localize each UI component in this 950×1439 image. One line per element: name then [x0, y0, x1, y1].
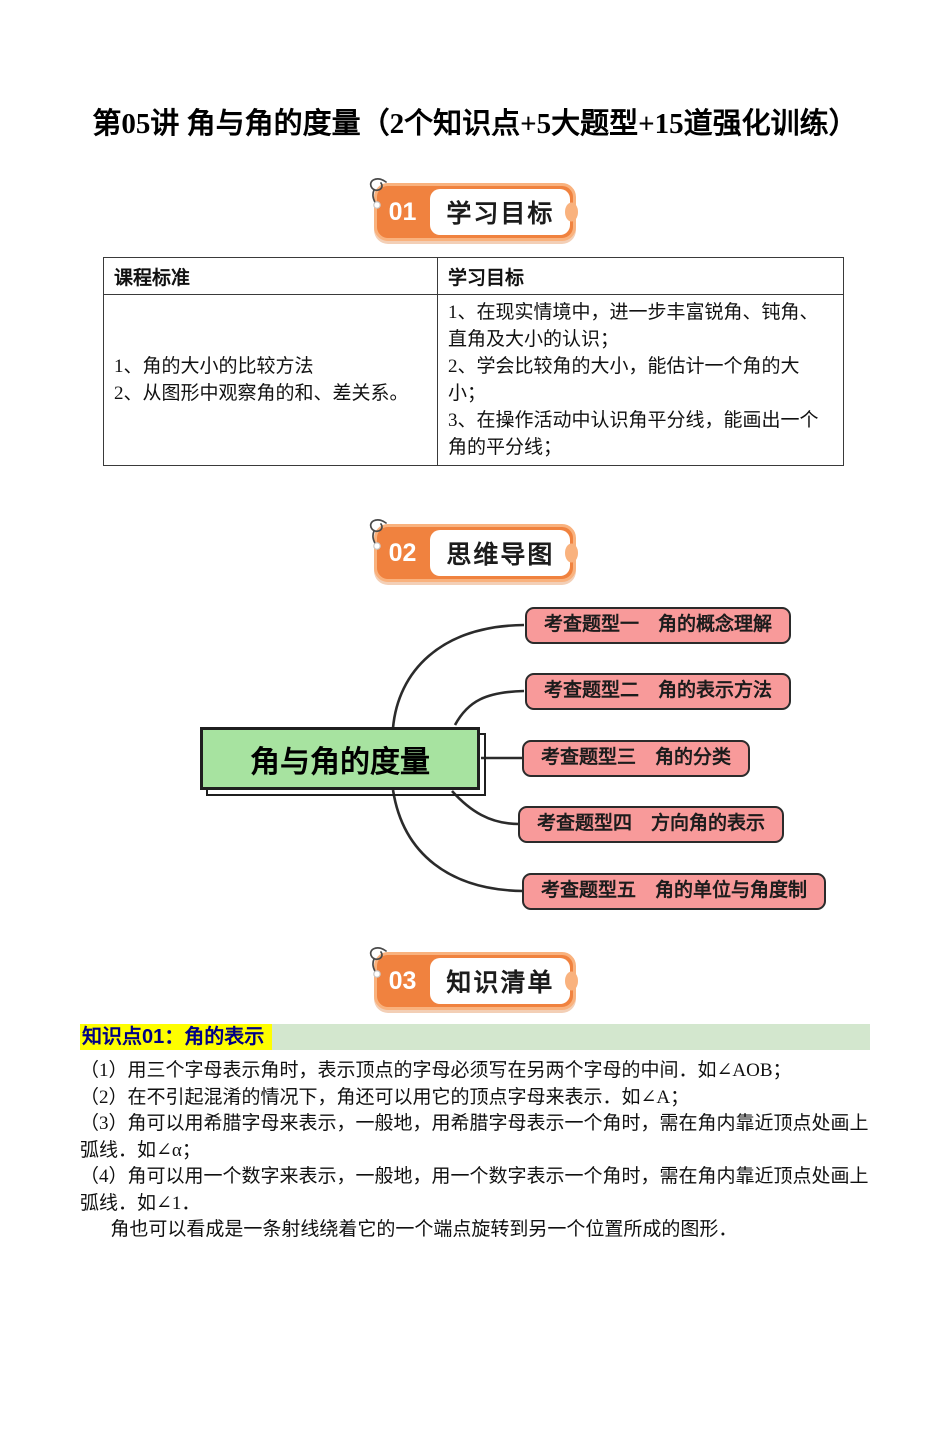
mindmap-connector-lines [391, 623, 525, 893]
course-standard-cell: 1、角的大小的比较方法 2、从图形中观察角的和、差关系。 [103, 294, 438, 466]
knowledge-paragraph-4: （4）角可以用一个数字来表示，一般地，用一个数字表示一个角时，需在角内靠近顶点处… [80, 1166, 869, 1214]
table-header-course-standard: 课程标准 [103, 257, 438, 295]
spiral-clip-icon [369, 519, 387, 550]
worksheet-page: 第05讲 角与角的度量（2个知识点+5大题型+15道强化训练） 01 学习目标 … [0, 95, 950, 1439]
section-badge-02: 02 思维导图 [0, 506, 950, 582]
knowledge-point-heading: 知识点01：角的表示 [80, 1024, 273, 1050]
badge-label: 思维导图 [430, 530, 571, 576]
doc-title: 第05讲 角与角的度量（2个知识点+5大题型+15道强化训练） [92, 108, 858, 140]
section-pill-03: 03 知识清单 [369, 947, 579, 1010]
spiral-clip-icon [369, 947, 387, 978]
knowledge-paragraph-5: 角也可以看成是一条射线绕着它的一个端点旋转到另一个位置所成的图形． [110, 1219, 738, 1240]
mindmap: 角与角的度量 考查题型一 角的概念理解 考查题型二 角的表示方法 考查题型三 角… [0, 588, 950, 928]
knowledge-text: （1）用三个字母表示角时，表示顶点的字母必须写在另两个字母的中间．如∠AOB； … [80, 1058, 870, 1244]
learning-goal-item: 1、在现实情境中，进一步丰富锐角、钝角、直角及大小的认识； [448, 302, 819, 350]
knowledge-paragraph-3: （3）角可以用希腊字母来表示，一般地，用希腊字母表示一个角时，需在角内靠近顶点处… [80, 1113, 869, 1161]
badge-label: 知识清单 [430, 958, 571, 1004]
learning-goals-cell: 1、在现实情境中，进一步丰富锐角、钝角、直角及大小的认识； 2、学会比较角的大小… [437, 294, 844, 466]
course-standard-item: 2、从图形中观察角的和、差关系。 [114, 383, 409, 404]
section-badge-03: 03 知识清单 [0, 934, 950, 1010]
learning-goal-item: 3、在操作活动中认识角平分线，能画出一个角的平分线； [448, 410, 819, 458]
table-body-row: 1、角的大小的比较方法 2、从图形中观察角的和、差关系。 1、在现实情境中，进一… [103, 294, 844, 466]
mindmap-branch-2: 考查题型二 角的表示方法 [525, 673, 792, 710]
badge-number: 03 [388, 966, 417, 995]
table-header-learning-goals: 学习目标 [437, 257, 844, 295]
badge-label: 学习目标 [430, 189, 571, 235]
mindmap-branch-5: 考查题型五 角的单位与角度制 [522, 873, 827, 910]
badge-notch [565, 971, 579, 991]
badge-notch [565, 202, 579, 222]
section-badge-01: 01 学习目标 [0, 165, 950, 241]
badge-number: 02 [388, 538, 417, 567]
spiral-clip-icon [369, 178, 387, 209]
knowledge-point-banner: 知识点01：角的表示 [80, 1024, 870, 1050]
knowledge-paragraph-1: （1）用三个字母表示角时，表示顶点的字母必须写在另两个字母的中间．如∠AOB； [80, 1060, 792, 1081]
mindmap-branch-4: 考查题型四 方向角的表示 [518, 806, 785, 843]
course-standard-item: 1、角的大小的比较方法 [114, 356, 314, 377]
knowledge-paragraph-2: （2）在不引起混淆的情况下，角还可以用它的顶点字母来表示．如∠A； [80, 1086, 690, 1108]
table-header-row: 课程标准 学习目标 [103, 257, 844, 295]
standards-table: 课程标准 学习目标 1、角的大小的比较方法 2、从图形中观察角的和、差关系。 1… [103, 257, 844, 466]
section-pill-02: 02 思维导图 [369, 519, 579, 582]
learning-goal-item: 2、学会比较角的大小，能估计一个角的大小； [448, 356, 800, 404]
section-pill-01: 01 学习目标 [369, 178, 579, 241]
badge-number: 01 [388, 197, 417, 226]
badge-notch [565, 543, 579, 563]
mindmap-branch-1: 考查题型一 角的概念理解 [525, 607, 792, 644]
mindmap-center-node: 角与角的度量 [200, 727, 480, 790]
mindmap-branch-3: 考查题型三 角的分类 [522, 740, 751, 777]
